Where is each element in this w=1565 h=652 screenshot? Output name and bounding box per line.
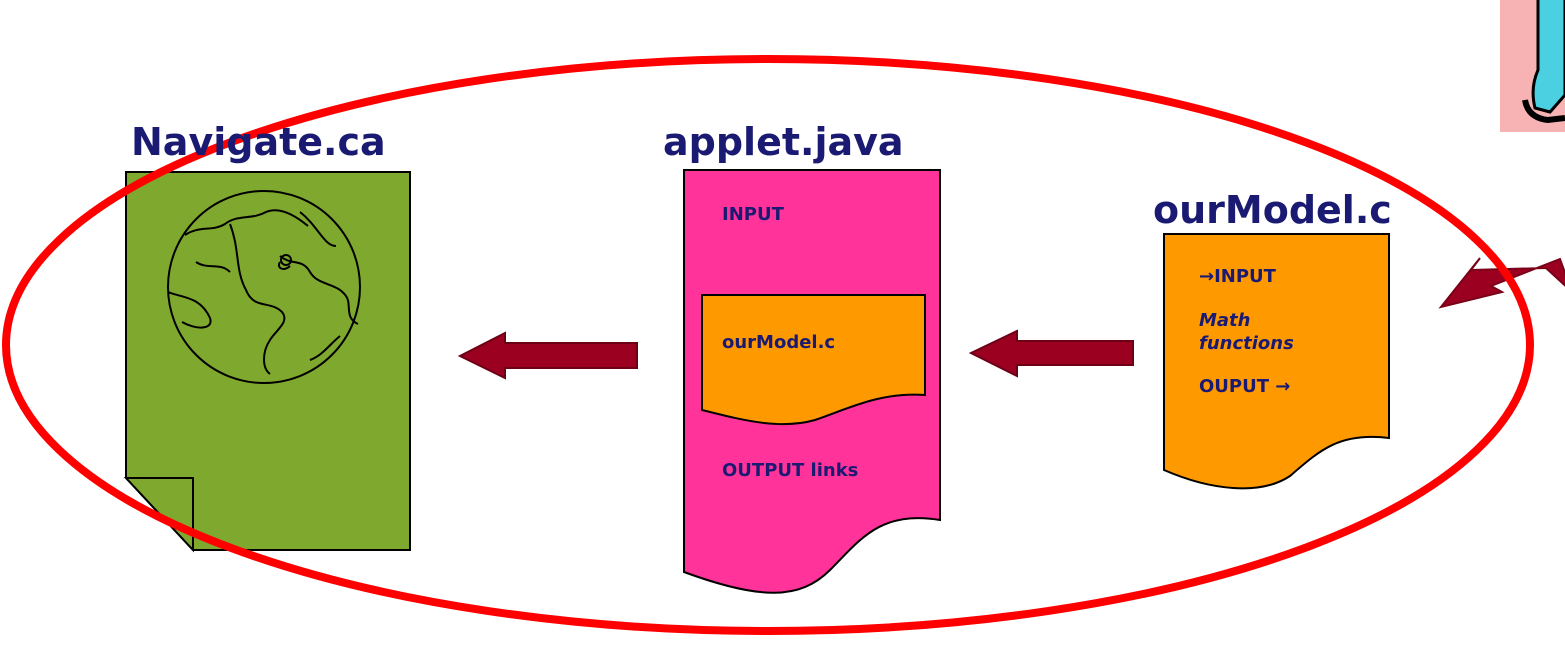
ourmodel-input-label: →INPUT — [1199, 266, 1276, 287]
left-arrow-icon — [968, 329, 1134, 378]
ourmodel-title: ourModel.c — [1153, 188, 1392, 232]
left-arrow-icon — [457, 331, 638, 380]
ourmodel-page-doc — [1163, 233, 1390, 490]
applet-title: applet.java — [663, 120, 904, 164]
ourmodel-functions-label: functions — [1199, 333, 1294, 354]
ourmodel-output-label: OUPUT → — [1199, 376, 1291, 397]
ourmodel-math-label: Math — [1199, 310, 1251, 331]
globe-icon — [167, 190, 361, 384]
applet-input-label: INPUT — [722, 204, 784, 225]
navigate-title: Navigate.ca — [131, 120, 386, 164]
applet-inner-model-doc — [701, 294, 926, 426]
applet-inner-model-label: ourModel.c — [722, 332, 836, 353]
applet-output-label: OUTPUT links — [722, 460, 859, 481]
diagonal-arrow-icon — [1438, 257, 1565, 309]
system-boundary-ellipse — [2, 55, 1534, 635]
clipart-figure-icon — [1500, 0, 1565, 132]
